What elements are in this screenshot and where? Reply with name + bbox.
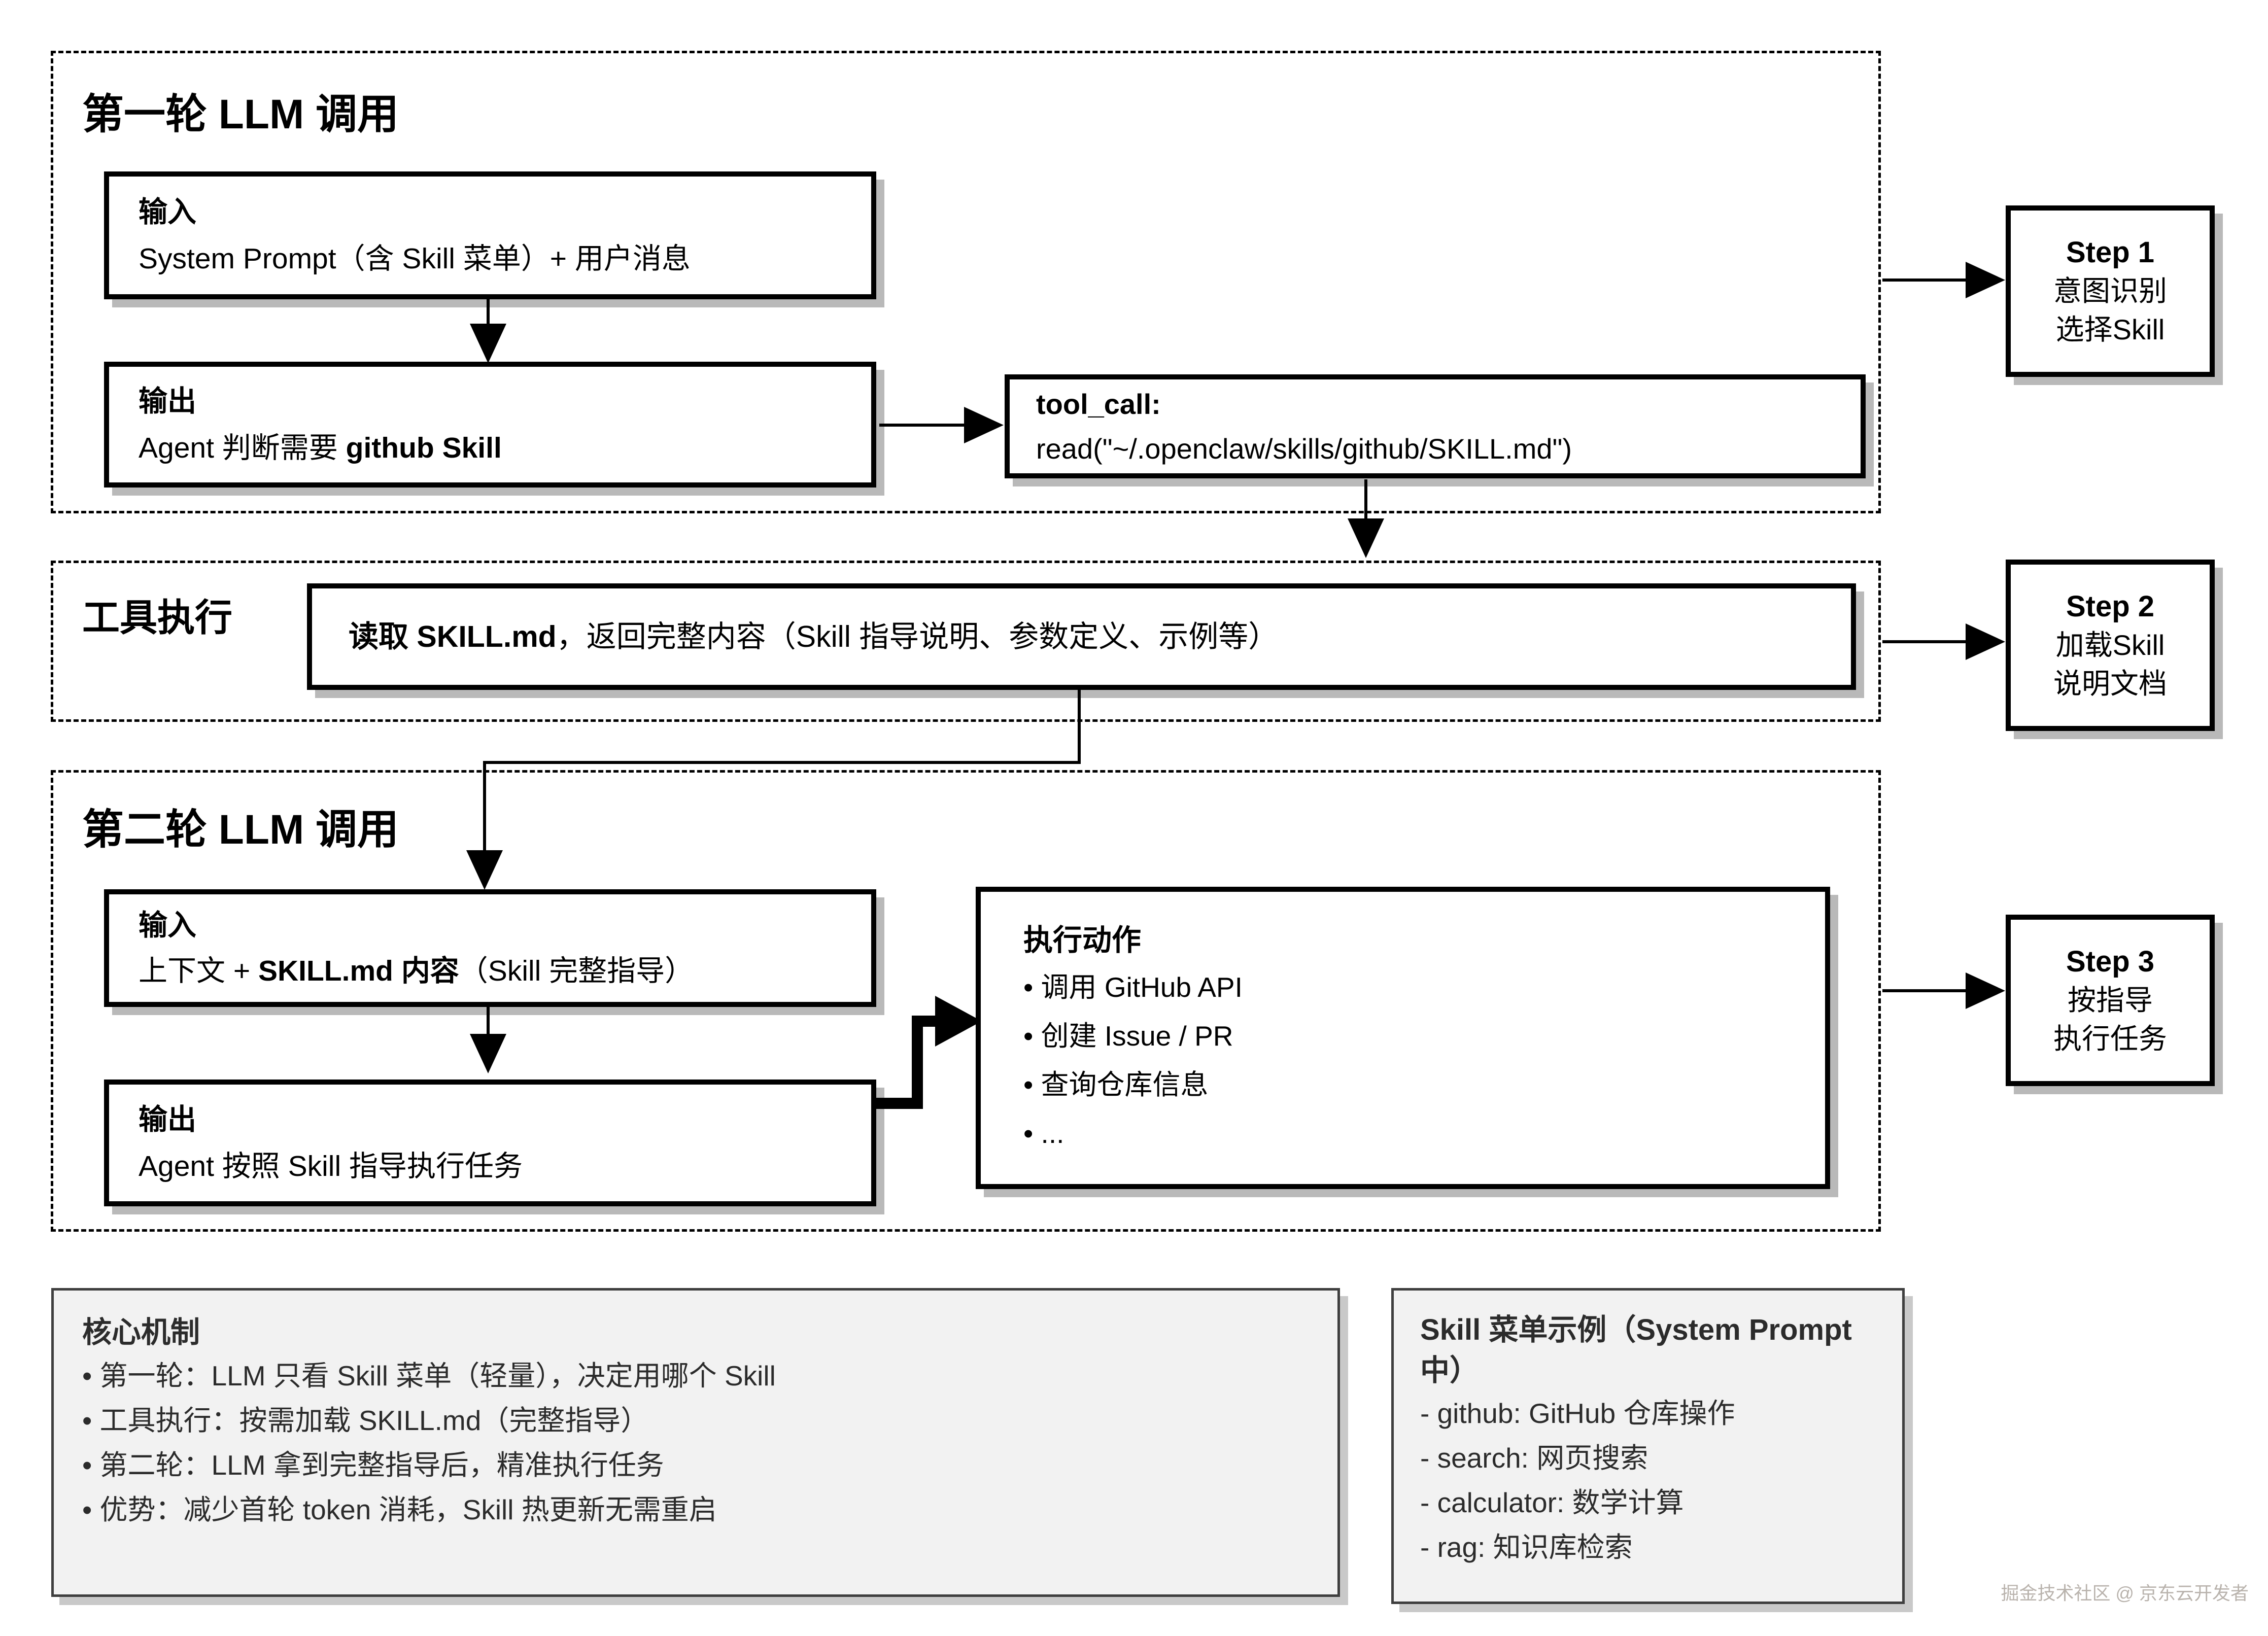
elbow-read-to-input-seg1 <box>1078 689 1081 764</box>
arrow-step3-line <box>1882 989 1968 992</box>
step2-title: Step 2 <box>2066 590 2155 623</box>
read-skill-body: 读取 SKILL.md，返回完整内容（Skill 指导说明、参数定义、示例等） <box>349 620 1279 653</box>
arrow-round2-input-to-output-head <box>470 1034 506 1073</box>
core-mechanism-title: 核心机制 <box>82 1316 200 1349</box>
thick-elbow-head <box>935 996 982 1047</box>
round2-output-body: Agent 按照 Skill 指导执行任务 <box>139 1150 523 1182</box>
skill-menu-item: - github: GitHub 仓库操作 <box>1420 1398 1735 1429</box>
watermark: 掘金技术社区 @ 京东云开发者 <box>2001 1583 2249 1604</box>
round2-input-label: 输入 <box>139 909 196 942</box>
skill-menu-item: - search: 网页搜索 <box>1420 1442 1648 1474</box>
elbow-read-to-input-seg2 <box>483 761 1081 764</box>
skill-menu-panel: Skill 菜单示例（System Prompt 中） - github: Gi… <box>1391 1288 1905 1604</box>
round1-input-label: 输入 <box>139 196 196 228</box>
toolcall-box: tool_call: read("~/.openclaw/skills/gith… <box>1005 374 1866 478</box>
section-tool-exec <box>51 561 1881 722</box>
section-round2 <box>51 770 1881 1232</box>
arrow-toolcall-down-line <box>1364 479 1367 520</box>
step2-box: Step 2 加载Skill 说明文档 <box>2006 560 2215 731</box>
arrow-output-to-toolcall-head <box>964 407 1004 443</box>
thick-elbow-seg2 <box>912 1016 923 1109</box>
arrow-step2-line <box>1882 640 1968 643</box>
section-tool-exec-title: 工具执行 <box>82 597 232 639</box>
section-round1 <box>51 51 1881 513</box>
core-item: • 第二轮：LLM 拿到完整指导后，精准执行任务 <box>82 1449 664 1481</box>
step3-line1: 按指导 <box>2068 984 2153 1016</box>
step2-line2: 说明文档 <box>2053 668 2167 700</box>
action-box: 执行动作 • 调用 GitHub API • 创建 Issue / PR • 查… <box>976 887 1830 1189</box>
section-round1-title: 第一轮 LLM 调用 <box>82 91 399 137</box>
toolcall-label: tool_call: <box>1036 388 1161 420</box>
elbow-read-to-input-head <box>466 850 503 890</box>
arrow-output-to-toolcall-line <box>879 424 967 427</box>
toolcall-body: read("~/.openclaw/skills/github/SKILL.md… <box>1036 432 1572 465</box>
core-item: • 优势：减少首轮 token 消耗，Skill 热更新无需重启 <box>82 1494 717 1525</box>
arrow-toolcall-down-head <box>1348 518 1384 558</box>
skill-menu-item: - rag: 知识库检索 <box>1420 1531 1633 1563</box>
arrow-step1-line <box>1882 279 1968 282</box>
step1-box: Step 1 意图识别 选择Skill <box>2006 205 2215 377</box>
thick-elbow-seg1 <box>876 1098 923 1109</box>
section-round2-title: 第二轮 LLM 调用 <box>82 807 399 853</box>
round1-input-body: System Prompt（含 Skill 菜单）+ 用户消息 <box>139 242 691 275</box>
round1-output-box: 输出 Agent 判断需要 github Skill <box>104 362 876 488</box>
step1-line2: 选择Skill <box>2055 314 2165 345</box>
arrow-round2-input-to-output-line <box>487 1007 490 1036</box>
round2-output-box: 输出 Agent 按照 Skill 指导执行任务 <box>104 1080 876 1206</box>
round1-input-box: 输入 System Prompt（含 Skill 菜单）+ 用户消息 <box>104 171 876 299</box>
arrow-round1-input-to-output-head <box>470 324 506 363</box>
arrow-step2-head <box>1966 623 2005 660</box>
step3-title: Step 3 <box>2066 945 2155 978</box>
round2-input-body: 上下文 + SKILL.md 内容（Skill 完整指导） <box>139 955 694 987</box>
thick-elbow-seg3 <box>912 1016 941 1027</box>
skill-menu-title: Skill 菜单示例（System Prompt 中） <box>1420 1313 1852 1387</box>
arrow-step3-head <box>1966 972 2005 1009</box>
round1-output-body: Agent 判断需要 github Skill <box>139 432 502 464</box>
action-item: • 查询仓库信息 <box>1023 1069 1209 1100</box>
core-item: • 第一轮：LLM 只看 Skill 菜单（轻量），决定用哪个 Skill <box>82 1360 776 1391</box>
round1-output-label: 输出 <box>139 385 196 417</box>
arrow-step1-head <box>1966 262 2005 298</box>
action-item: • 创建 Issue / PR <box>1023 1020 1233 1052</box>
step2-line1: 加载Skill <box>2055 629 2165 661</box>
elbow-read-to-input-seg3 <box>483 761 486 851</box>
skill-menu-item: - calculator: 数学计算 <box>1420 1487 1684 1518</box>
read-skill-box: 读取 SKILL.md，返回完整内容（Skill 指导说明、参数定义、示例等） <box>307 583 1856 690</box>
action-box-title: 执行动作 <box>1023 924 1142 957</box>
core-item: • 工具执行：按需加载 SKILL.md（完整指导） <box>82 1405 649 1436</box>
round2-output-label: 输出 <box>139 1103 196 1136</box>
step1-title: Step 1 <box>2066 236 2155 269</box>
action-item: • ... <box>1023 1118 1064 1149</box>
step1-line1: 意图识别 <box>2053 275 2167 307</box>
arrow-round1-input-to-output-line <box>487 299 490 328</box>
action-item: • 调用 GitHub API <box>1023 971 1243 1003</box>
core-mechanism-panel: 核心机制 • 第一轮：LLM 只看 Skill 菜单（轻量），决定用哪个 Ski… <box>51 1288 1340 1597</box>
round2-input-box: 输入 上下文 + SKILL.md 内容（Skill 完整指导） <box>104 889 876 1007</box>
step3-line2: 执行任务 <box>2053 1023 2167 1055</box>
step3-box: Step 3 按指导 执行任务 <box>2006 915 2215 1086</box>
